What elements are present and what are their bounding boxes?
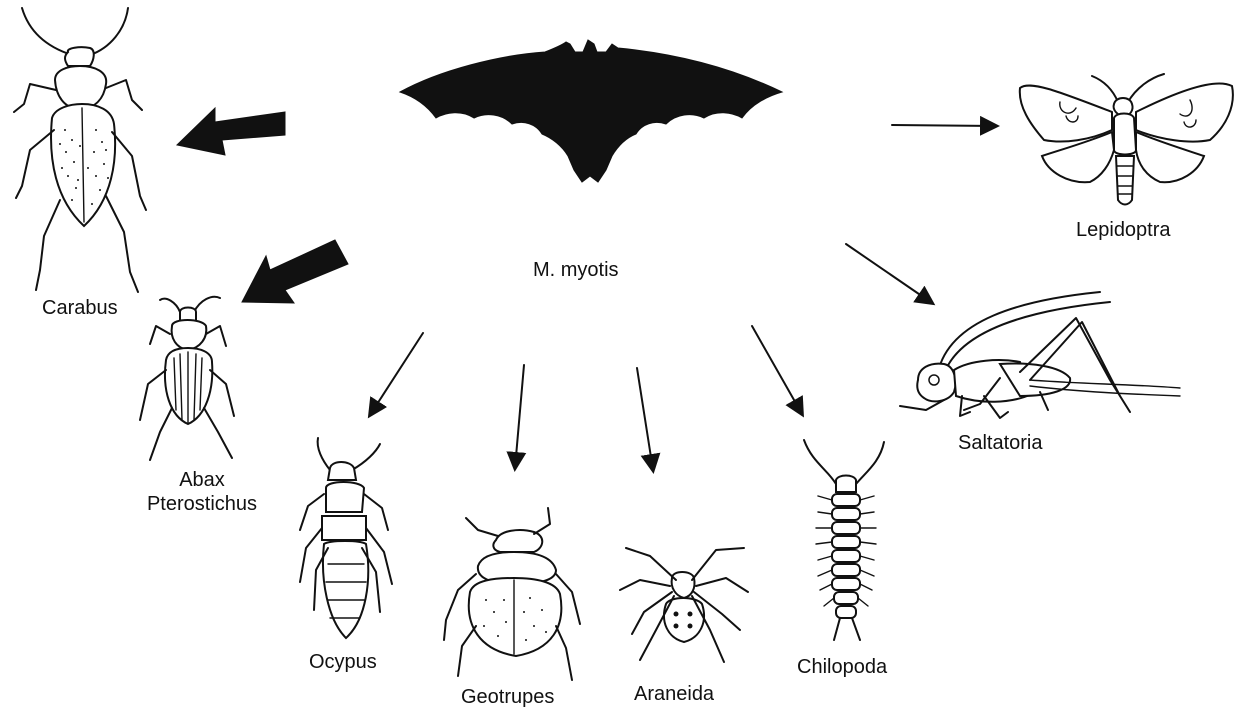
centipede-icon	[804, 440, 884, 640]
label-lepidoptra: Lepidoptra	[1076, 218, 1171, 242]
arrow-chilopoda	[752, 326, 802, 414]
label-carabus: Carabus	[42, 296, 118, 320]
label-center: M. myotis	[533, 258, 619, 282]
rove-beetle-icon	[300, 438, 392, 638]
arrow-ocypus	[370, 333, 423, 415]
moth-icon	[1020, 74, 1233, 205]
label-geotrupes: Geotrupes	[461, 685, 554, 709]
bush-cricket-icon	[900, 292, 1180, 418]
spider-icon	[620, 548, 748, 662]
dung-beetle-icon	[444, 508, 580, 680]
carabid-beetle-icon	[14, 8, 146, 292]
arrow-carabus	[177, 108, 285, 155]
arrow-geotrupes	[515, 365, 524, 468]
label-saltatoria: Saltatoria	[958, 431, 1043, 455]
arrow-abax	[242, 240, 348, 303]
arrow-lepidoptra	[892, 125, 996, 126]
label-araneida: Araneida	[634, 682, 714, 706]
label-abax-line1: Abax	[144, 468, 260, 492]
label-ocypus: Ocypus	[309, 650, 377, 674]
label-abax: Abax Pterostichus	[144, 468, 260, 516]
label-chilopoda: Chilopoda	[797, 655, 887, 679]
ground-beetle-icon	[140, 297, 234, 460]
arrow-araneida	[637, 368, 653, 470]
label-abax-line2: Pterostichus	[144, 492, 260, 516]
arrow-saltatoria	[846, 244, 932, 303]
bat-icon	[400, 40, 782, 182]
